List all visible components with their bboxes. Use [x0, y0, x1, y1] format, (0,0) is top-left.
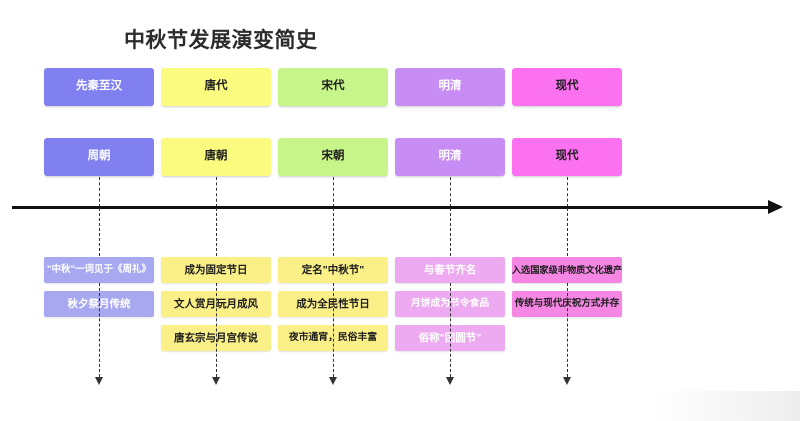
connector-bottom-5	[567, 283, 568, 377]
era-bottom-label-3: 宋朝	[321, 150, 345, 163]
down-arrow-icon-1	[95, 377, 103, 385]
connector-top-1	[99, 177, 100, 207]
item-label-3-1: 定名"中秋节"	[301, 263, 365, 276]
era-bottom-box-2: 唐朝	[161, 138, 271, 176]
era-top-box-3: 宋代	[278, 68, 388, 106]
connector-top-2	[216, 177, 217, 207]
connector-mid-5	[567, 208, 568, 256]
era-bottom-box-5: 现代	[512, 138, 622, 176]
timeline-axis-line	[12, 206, 772, 209]
era-bottom-label-1: 周朝	[87, 150, 111, 163]
connector-mid-3	[333, 208, 334, 256]
page-title: 中秋节发展演变简史	[124, 29, 318, 52]
timeline-axis-arrow-icon	[768, 200, 783, 214]
item-label-5-1: 入选国家级非物质文化遗产	[512, 264, 622, 275]
item-label-2-1: 成为固定节日	[184, 263, 248, 276]
era-bottom-label-2: 唐朝	[204, 150, 228, 163]
item-box-4-1: 与春节齐名	[395, 257, 505, 283]
era-bottom-box-1: 周朝	[44, 138, 154, 176]
connector-mid-1	[99, 208, 100, 256]
item-box-2-1: 成为固定节日	[161, 257, 271, 283]
down-arrow-icon-3	[329, 377, 337, 385]
era-bottom-label-4: 明清	[438, 150, 462, 163]
era-top-box-1: 先秦至汉	[44, 68, 154, 106]
connector-mid-4	[450, 208, 451, 256]
connector-bottom-4	[450, 283, 451, 377]
down-arrow-icon-4	[446, 377, 454, 385]
connector-top-5	[567, 177, 568, 207]
connector-top-3	[333, 177, 334, 207]
era-top-label-5: 现代	[555, 80, 579, 93]
down-arrow-icon-2	[212, 377, 220, 385]
item-label-5-2: 传统与现代庆祝方式并存	[514, 297, 620, 309]
item-box-3-1: 定名"中秋节"	[278, 257, 388, 283]
era-top-label-4: 明清	[438, 80, 462, 93]
connector-mid-2	[216, 208, 217, 256]
era-top-label-3: 宋代	[321, 80, 345, 93]
connector-bottom-1	[99, 283, 100, 377]
era-top-box-5: 现代	[512, 68, 622, 106]
corner-fade-decoration	[650, 391, 800, 421]
era-bottom-box-3: 宋朝	[278, 138, 388, 176]
item-box-1-1: "中秋"一词见于《周礼》	[44, 257, 154, 283]
item-label-4-1: 与春节齐名	[423, 263, 477, 276]
era-top-box-2: 唐代	[161, 68, 271, 106]
connector-bottom-3	[333, 283, 334, 377]
item-label-1-1: "中秋"一词见于《周礼》	[46, 263, 151, 275]
connector-top-4	[450, 177, 451, 207]
era-top-label-2: 唐代	[204, 80, 228, 93]
era-bottom-label-5: 现代	[555, 150, 579, 163]
connector-bottom-2	[216, 283, 217, 377]
era-top-label-1: 先秦至汉	[76, 80, 122, 93]
down-arrow-icon-5	[563, 377, 571, 385]
item-box-5-1: 入选国家级非物质文化遗产	[512, 257, 622, 283]
era-top-box-4: 明清	[395, 68, 505, 106]
item-label-3-3: 夜市通宵，民俗丰富	[288, 332, 378, 344]
era-bottom-box-4: 明清	[395, 138, 505, 176]
